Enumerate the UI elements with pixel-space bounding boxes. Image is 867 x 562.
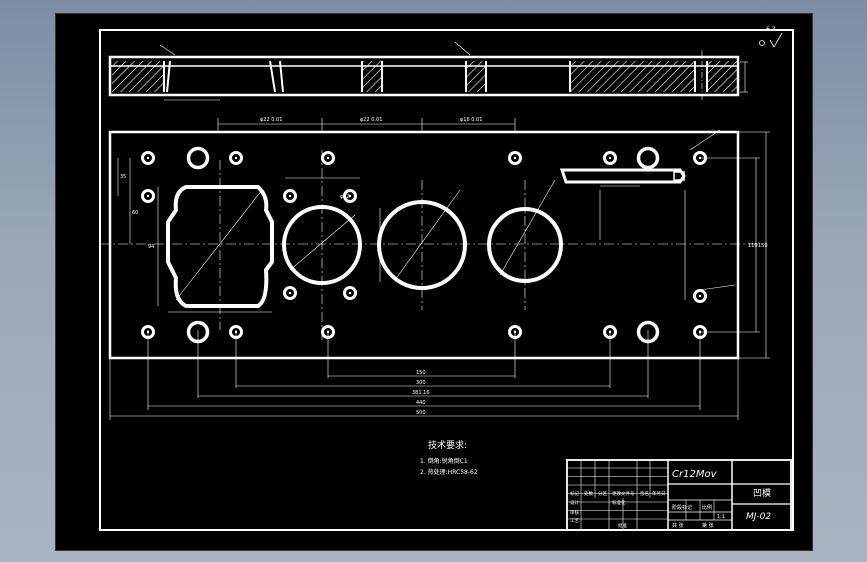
tb-mark: 标记 [570, 490, 579, 497]
dim-left-2: 60 [132, 210, 138, 216]
hole-center [288, 291, 292, 295]
screw-hole [693, 289, 707, 303]
dim-left-1: 35 [120, 174, 126, 180]
pin-hole [636, 146, 660, 170]
tb-scale-label: 比例 [702, 504, 712, 511]
hole-center [146, 156, 150, 160]
tb-signature: 签名 [640, 490, 649, 497]
screw-hole [229, 151, 243, 165]
roughness-symbol [759, 32, 783, 48]
roughness-label: 6.3 [766, 26, 776, 33]
dim-bottom-3: 381.16 [412, 390, 430, 396]
screw-hole [603, 151, 617, 165]
plan-view [100, 129, 760, 360]
screw-hole [508, 151, 522, 165]
screw-hole [343, 286, 357, 300]
hole-center [698, 294, 702, 298]
tb-sheet-no: 第 张 [702, 522, 714, 529]
hole-group [141, 146, 707, 344]
dim-bottom-2: 300 [416, 380, 426, 386]
tb-date: 年月日 [652, 490, 666, 497]
dim-right-1: 110 [748, 243, 758, 249]
hole-center [326, 156, 330, 160]
tech-req-item-1: 1. 倒角:锐角倒C1 [420, 457, 468, 465]
dim-top-2: φ22 0.01 [360, 117, 382, 123]
screw-hole [141, 151, 155, 165]
hole-center [234, 156, 238, 160]
dim-top-1: φ22 0.01 [260, 117, 282, 123]
tb-stage-label: 阶段标记 [672, 504, 692, 511]
dim-right-2: 150 [758, 243, 768, 249]
tb-design: 设计 [570, 499, 579, 506]
tb-scale-value: 1:1 [717, 514, 725, 520]
tech-req-item-2: 2. 热处理:HRC58-62 [420, 468, 478, 476]
dim-bottom-5: 500 [416, 410, 426, 416]
screw-hole [283, 189, 297, 203]
drawing-number: MJ-02 [746, 512, 771, 522]
title-block [566, 459, 792, 531]
part-name: 凹模 [753, 488, 771, 499]
tb-review: 审核 [570, 509, 579, 516]
screw-hole [141, 189, 155, 203]
screw-hole [343, 189, 357, 203]
dim-bottom-1: 150 [416, 370, 426, 376]
dim-top-3: φ16 0.01 [460, 117, 482, 123]
tb-sheets-total: 共 张 [672, 522, 684, 529]
material-label: Cr12Mov [672, 469, 718, 480]
tb-change-doc: 更改文件号 [612, 490, 635, 497]
tb-zone: 分区 [598, 490, 607, 497]
tb-approve: 批准 [618, 522, 627, 529]
hole-center [348, 194, 352, 198]
hole-center [608, 156, 612, 160]
screw-hole [283, 286, 297, 300]
frame-border [99, 29, 794, 531]
tb-standard: 标准化 [612, 499, 626, 506]
pin-hole [186, 146, 210, 170]
hole-center [513, 156, 517, 160]
hole-center [288, 194, 292, 198]
section-view [108, 41, 748, 101]
hole-center [348, 291, 352, 295]
tb-count: 处数 [584, 490, 593, 497]
title-block-grid [567, 460, 668, 530]
dim-left-4: φ32 [340, 194, 350, 200]
drawing-sheet [55, 13, 813, 551]
tb-process: 工艺 [570, 518, 579, 524]
dim-bottom-4: 440 [416, 400, 426, 406]
dim-left-3: 94 [148, 244, 154, 250]
dimension-lines [109, 118, 770, 420]
hole-center [146, 194, 150, 198]
tech-req-title: 技术要求: [428, 439, 467, 451]
screw-hole [321, 151, 335, 165]
